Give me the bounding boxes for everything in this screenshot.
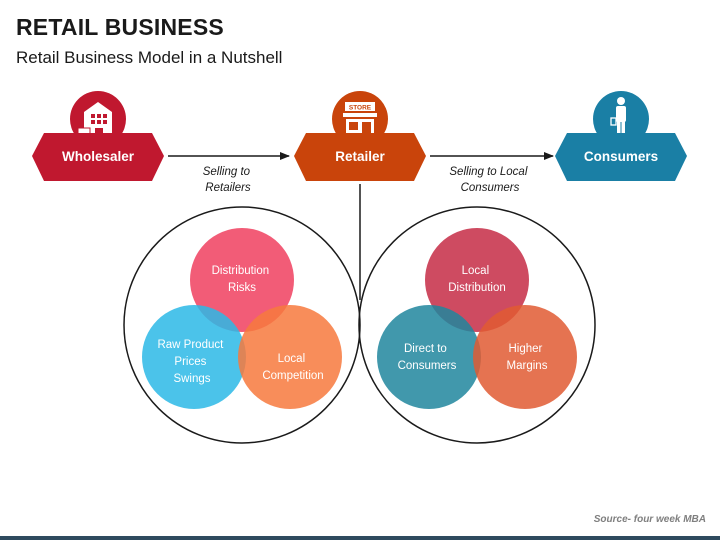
page-subtitle: Retail Business Model in a Nutshell	[16, 48, 283, 67]
label-direct-to-consumers: Direct to Consumers	[398, 343, 457, 372]
label-local-distribution: Local Distribution	[448, 265, 506, 294]
shopper-icon	[610, 97, 626, 137]
venn-circle-higher-margins	[473, 305, 577, 409]
left-venn: Distribution Risks Raw Product Prices Sw…	[142, 228, 342, 409]
consumers-hexagon	[555, 133, 687, 181]
wholesaler-label: Wholesaler	[62, 149, 135, 164]
store-icon-text: STORE	[349, 105, 372, 112]
source-note: Source- four week MBA	[593, 514, 706, 525]
label-distribution-risks: Distribution Risks	[212, 265, 273, 294]
edge-label-selling-to-retailers: Selling to Retailers	[203, 166, 254, 194]
node-wholesaler: Wholesaler	[32, 91, 164, 181]
venn-circle-local-distribution	[425, 228, 529, 332]
venn-circle-local-competition	[238, 305, 342, 409]
venn-circle-distribution-risks	[190, 228, 294, 332]
node-consumers: Consumers	[555, 91, 687, 181]
page-title: RETAIL BUSINESS	[16, 14, 224, 40]
node-retailer: STORE Retailer	[294, 91, 426, 181]
consumers-label: Consumers	[584, 149, 658, 164]
right-group-outline	[358, 206, 596, 444]
venn-circle-raw-product	[142, 305, 246, 409]
venn-circle-direct-to-consumers	[377, 305, 481, 409]
label-higher-margins: Higher Margins	[507, 343, 548, 372]
right-venn: Local Distribution Direct to Consumers H…	[377, 228, 577, 409]
edge-label-selling-to-local-consumers: Selling to Local Consumers	[449, 166, 530, 194]
store-icon: STORE	[343, 102, 377, 137]
label-local-competition: Local Competition	[262, 353, 323, 382]
retailer-label: Retailer	[335, 149, 385, 164]
wholesaler-hexagon	[32, 133, 164, 181]
left-group-outline	[123, 206, 361, 444]
retailer-hexagon	[294, 133, 426, 181]
label-raw-product-prices: Raw Product Prices Swings	[157, 339, 226, 385]
bottom-bar	[0, 536, 720, 540]
